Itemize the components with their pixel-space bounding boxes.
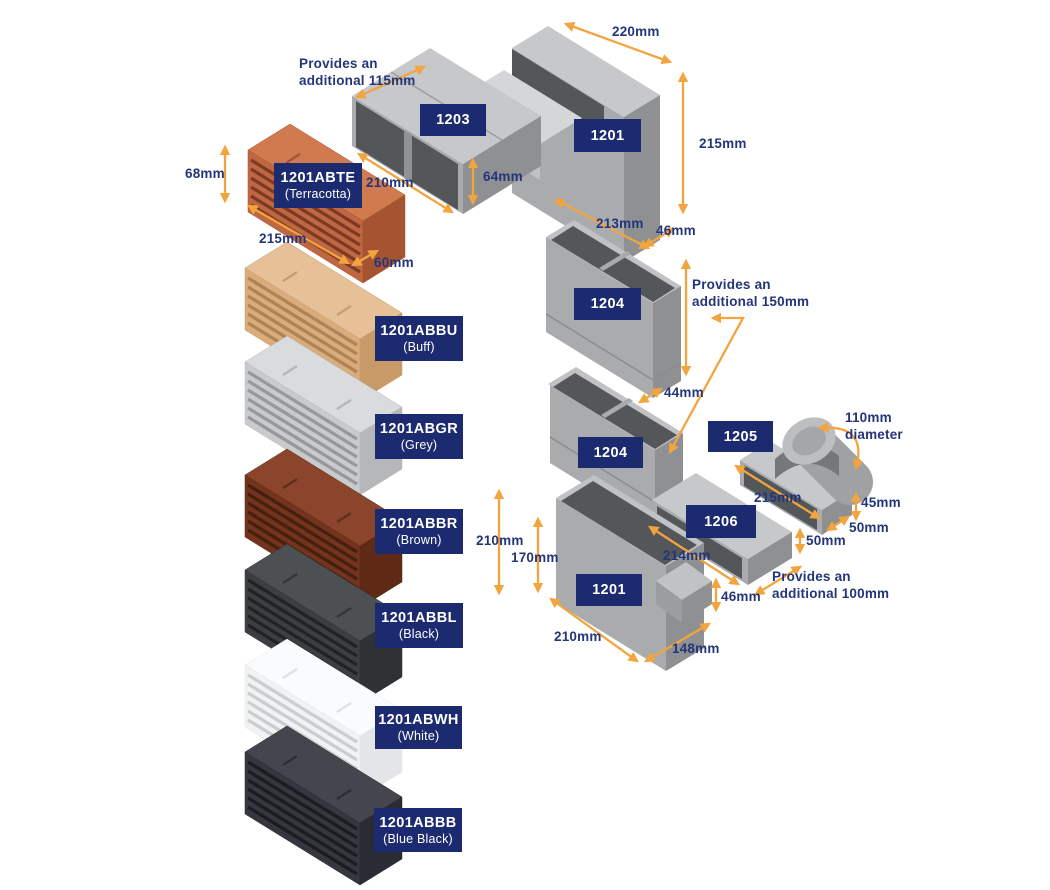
dim-1201b-width: 210mm: [554, 629, 602, 644]
note-1204-additional: Provides an additional 150mm: [692, 277, 810, 309]
arrow-1201b-foot-148mm: [643, 622, 712, 663]
part-tag-1203: 1203: [420, 104, 486, 136]
dim-1203-height: 64mm: [483, 169, 523, 184]
note-1205-diameter: 110mm diameter: [845, 410, 903, 442]
dim-1201b-inner-height: 170mm: [511, 550, 559, 565]
arrow-1201b-width-210mm: [549, 597, 639, 663]
arrow-110mm-diameter: [817, 422, 864, 471]
part-tag-1206: 1206: [686, 505, 756, 538]
product-tag-1201abgr: 1201ABGR (Grey): [375, 414, 463, 459]
arrow-additional-115mm: [354, 65, 427, 99]
arrow-1205-depth-50mm: [826, 515, 850, 532]
dim-1204-depth: 44mm: [664, 385, 704, 400]
dim-brick-height: 68mm: [185, 166, 225, 181]
arrow-1201-depth-46mm: [642, 227, 676, 248]
dimension-arrows: [219, 21, 864, 663]
dim-1203-width: 210mm: [366, 175, 414, 190]
part-tag-1205: 1205: [708, 421, 773, 452]
arrow-additional-100mm: [753, 565, 803, 596]
dim-1201-top-width: 220mm: [612, 24, 660, 39]
dim-1201-depth: 46mm: [656, 223, 696, 238]
product-tag-1201abbr: 1201ABBR (Brown): [375, 509, 463, 554]
product-tag-1201abwh: 1201ABWH (White): [375, 706, 462, 749]
arrow-1205-width-215mm: [734, 464, 821, 520]
product-tag-1201abbl: 1201ABBL (Black): [375, 603, 463, 648]
part-tag-1201-bottom: 1201: [576, 574, 642, 606]
dim-1205-height: 45mm: [861, 495, 901, 510]
part-tag-1201-top: 1201: [574, 119, 641, 152]
dim-1201b-height: 210mm: [476, 533, 524, 548]
product-tag-1201abbu: 1201ABBU (Buff): [375, 316, 463, 361]
dim-brick-length: 215mm: [259, 231, 307, 246]
arrow-1201-bottom-width-213mm: [553, 198, 651, 250]
dim-1201-height: 215mm: [699, 136, 747, 151]
product-tag-1201abbb: 1201ABBB (Blue Black): [374, 808, 462, 852]
note-1206-additional: Provides an additional 100mm: [772, 569, 890, 601]
arrow-150mm-pointer: [668, 312, 745, 455]
dim-1205-depth: 50mm: [849, 520, 889, 535]
arrow-1203-width-210mm: [357, 152, 454, 214]
dim-1201-bottom-width: 213mm: [596, 216, 644, 231]
dim-1201b-foot-length: 148mm: [672, 641, 720, 656]
arrow-1206-width-214mm: [648, 525, 740, 586]
dim-brick-depth: 60mm: [374, 255, 414, 270]
dim-1206-width: 214mm: [663, 548, 711, 563]
dim-1206-height: 50mm: [806, 533, 846, 548]
part-tag-1204-upper: 1204: [574, 288, 641, 320]
dim-1201b-foot-height: 46mm: [721, 589, 761, 604]
arrow-brick-depth-60mm: [350, 249, 380, 267]
product-tag-1201abte: 1201ABTE (Terracotta): [274, 163, 362, 208]
arrow-1204-depth-44mm: [638, 387, 663, 404]
part-tag-1204-lower: 1204: [578, 437, 643, 468]
note-1203-additional: Provides an additional 115mm: [299, 56, 416, 88]
dim-1205-width: 215mm: [754, 490, 802, 505]
arrow-brick-length-215mm: [246, 204, 351, 265]
arrow-1201-top-width-220mm: [563, 21, 673, 65]
